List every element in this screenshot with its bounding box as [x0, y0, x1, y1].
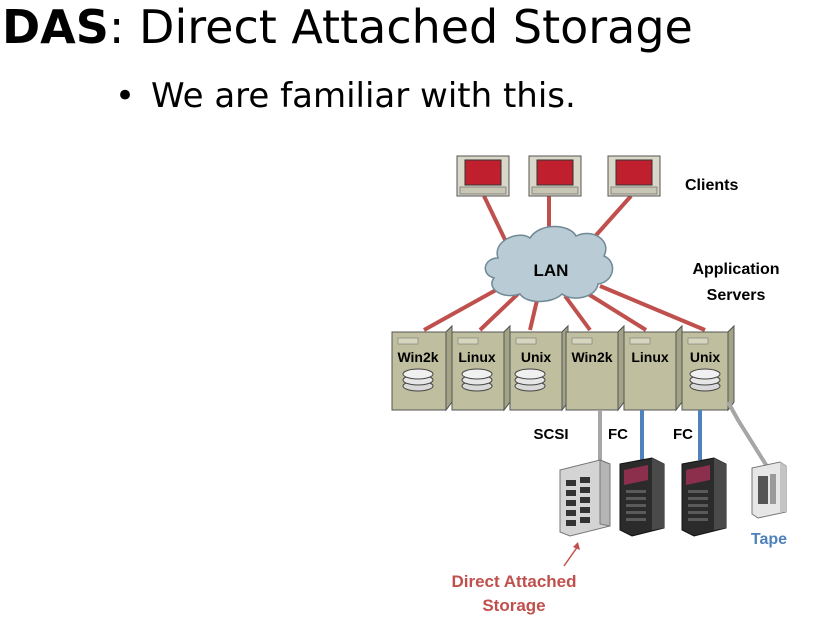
monitor-screen-icon	[536, 159, 574, 186]
app-servers-label-line1: Application	[692, 261, 779, 278]
tape-library-icon	[751, 461, 787, 519]
server-label: Unix	[521, 349, 552, 365]
server-label: Linux	[458, 349, 496, 365]
title-rest: : Direct Attached Storage	[108, 0, 693, 54]
das-arrowhead-icon	[573, 542, 580, 550]
fc-storage-1-icon	[619, 457, 665, 537]
monitor-screen-icon	[615, 159, 653, 186]
server-1: Win2k	[391, 324, 453, 412]
lan-label: LAN	[534, 261, 569, 280]
server-links	[423, 283, 706, 332]
disk-array-icon	[559, 459, 611, 537]
server-label: Linux	[631, 349, 669, 365]
client-2	[528, 155, 582, 197]
fc-label-1: FC	[608, 426, 628, 443]
disk-icon	[402, 368, 434, 392]
das-label-line2: Storage	[482, 596, 545, 615]
server-label: Win2k	[571, 349, 612, 365]
server-6: Unix	[681, 324, 735, 412]
tape-label: Tape	[751, 531, 787, 548]
server-label: Win2k	[397, 349, 438, 365]
monitor-screen-icon	[464, 159, 502, 186]
client-1	[456, 155, 510, 197]
server-2: Linux	[451, 324, 511, 412]
server-5: Linux	[623, 324, 683, 412]
fc-storage-2-icon	[681, 457, 727, 537]
bullet-text: We are familiar with this.	[151, 76, 576, 116]
server-4: Win2k	[565, 324, 625, 412]
disk-icon	[514, 368, 546, 392]
app-servers-label-line2: Servers	[707, 287, 766, 304]
fc-label-2: FC	[673, 426, 693, 443]
disk-icon	[461, 368, 493, 392]
das-label-line1: Direct Attached	[451, 572, 576, 591]
server-3: Unix	[509, 324, 569, 412]
slide-title: DAS: Direct Attached Storage	[2, 2, 693, 53]
bullet-marker: •	[115, 76, 136, 116]
clients-label: Clients	[685, 177, 738, 194]
title-bold: DAS	[2, 0, 109, 54]
scsi-label: SCSI	[533, 426, 568, 443]
server-label: Unix	[690, 349, 721, 365]
client-3	[607, 155, 661, 197]
das-arrow	[563, 545, 579, 567]
lan-cloud: LAN	[484, 225, 614, 303]
disk-icon	[689, 368, 721, 392]
bullet-item: • We are familiar with this.	[115, 76, 576, 116]
tape-link	[726, 401, 770, 470]
